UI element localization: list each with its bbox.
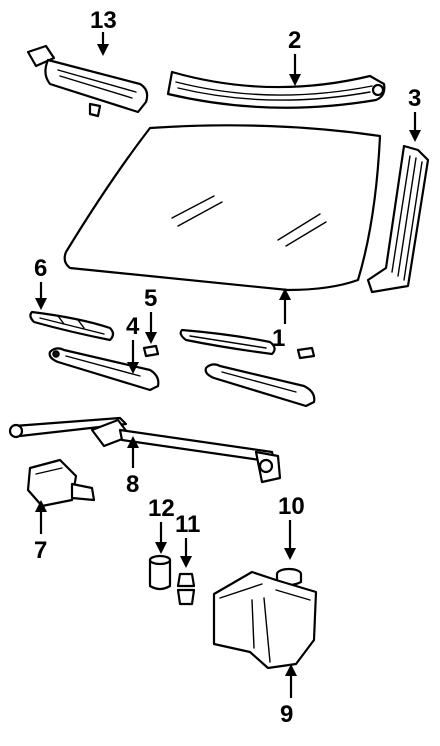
washer-pump-fitting — [176, 572, 196, 606]
wiper-linkage — [8, 416, 282, 484]
svg-text:13: 13 — [90, 7, 117, 34]
callout-3: 3 — [408, 85, 421, 142]
svg-text:10: 10 — [278, 493, 305, 520]
windshield-side-molding — [366, 144, 430, 294]
svg-text:12: 12 — [148, 495, 175, 522]
callout-8: 8 — [126, 436, 139, 498]
svg-text:6: 6 — [34, 255, 47, 282]
windshield — [63, 124, 382, 292]
callout-12: 12 — [148, 495, 175, 554]
callout-11: 11 — [175, 511, 200, 568]
windshield-upper-molding — [166, 70, 386, 109]
callout-10: 10 — [278, 493, 305, 560]
svg-text:11: 11 — [175, 511, 200, 538]
callout-7: 7 — [34, 500, 47, 564]
washer-pump — [148, 554, 172, 591]
rearview-mirror — [26, 44, 149, 118]
wiper-blade — [29, 310, 115, 342]
right-wiper-blade — [179, 328, 316, 360]
svg-text:2: 2 — [288, 27, 301, 54]
svg-text:5: 5 — [144, 285, 157, 312]
callout-1: 1 — [272, 288, 291, 352]
callout-5: 5 — [144, 285, 157, 344]
svg-text:9: 9 — [280, 701, 293, 728]
svg-text:1: 1 — [272, 325, 285, 352]
callout-4: 4 — [126, 313, 140, 374]
wiper-arm — [48, 347, 160, 392]
wiper-motor — [26, 458, 96, 508]
svg-text:7: 7 — [34, 537, 47, 564]
callout-13: 13 — [90, 7, 117, 56]
wiper-arm-cap — [142, 344, 160, 358]
callout-9: 9 — [280, 664, 297, 728]
svg-text:4: 4 — [126, 313, 140, 340]
callout-2: 2 — [288, 27, 301, 86]
svg-text:8: 8 — [126, 471, 139, 498]
right-wiper-arm — [204, 363, 316, 408]
callout-6: 6 — [34, 255, 47, 310]
washer-reservoir — [212, 570, 318, 670]
svg-text:3: 3 — [408, 85, 421, 112]
